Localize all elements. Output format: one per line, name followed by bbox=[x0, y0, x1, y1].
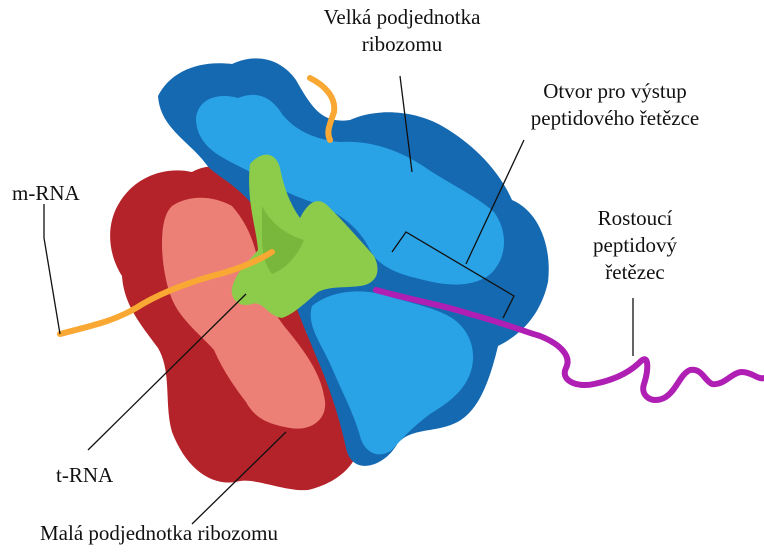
label-exit-tunnel: Otvor pro výstup peptidového řetězce bbox=[490, 78, 740, 132]
label-trna: t-RNA bbox=[56, 462, 113, 489]
label-large-subunit: Velká podjednotka ribozomu bbox=[304, 4, 500, 58]
label-mrna: m-RNA bbox=[12, 180, 80, 207]
leader-mrna bbox=[44, 204, 60, 334]
label-exit-tunnel-line2: peptidového řetězce bbox=[490, 105, 740, 132]
label-growing-chain: Rostoucí peptidový řetězec bbox=[570, 205, 700, 286]
label-large-subunit-line1: Velká podjednotka bbox=[304, 4, 500, 31]
label-growing-chain-line3: řetězec bbox=[570, 259, 700, 286]
label-growing-chain-line2: peptidový bbox=[570, 232, 700, 259]
label-growing-chain-line1: Rostoucí bbox=[570, 205, 700, 232]
label-large-subunit-line2: ribozomu bbox=[304, 31, 500, 58]
label-small-subunit: Malá podjednotka ribozomu bbox=[40, 520, 278, 547]
label-exit-tunnel-line1: Otvor pro výstup bbox=[490, 78, 740, 105]
